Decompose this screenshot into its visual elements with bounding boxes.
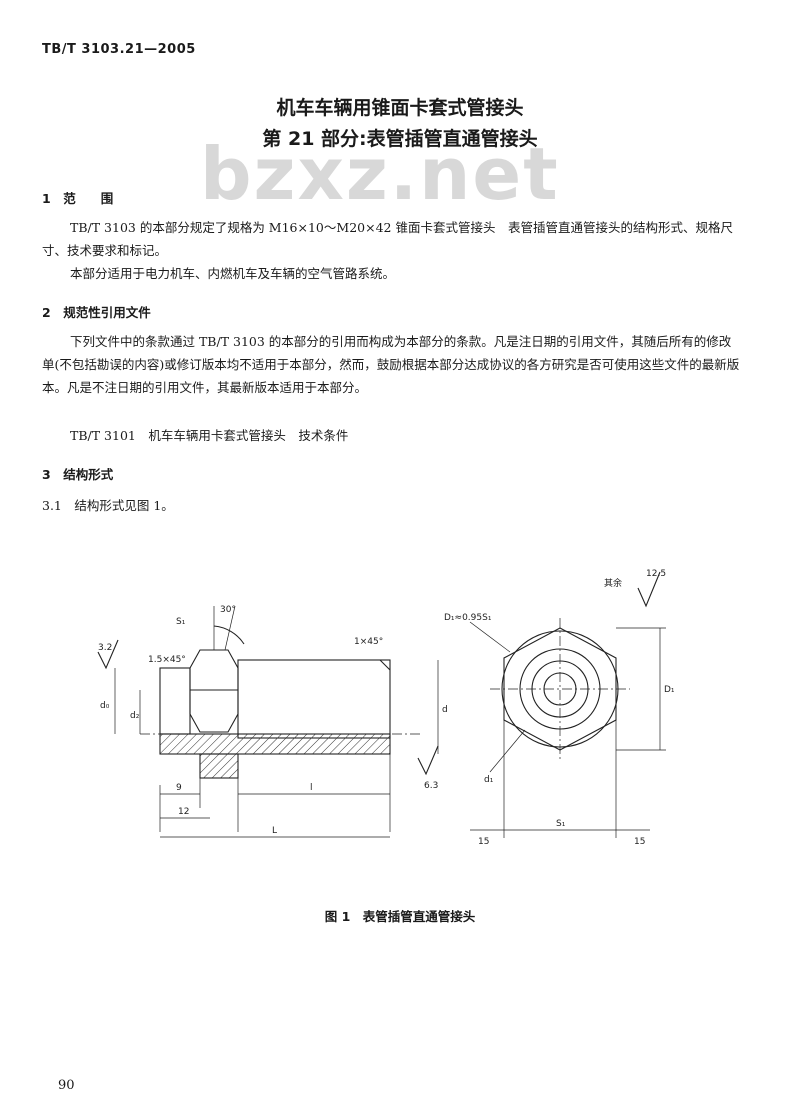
standard-code: TB/T 3103.21—2005 xyxy=(42,42,196,57)
title-line-2: 第 21 部分:表管插管直通管接头 xyxy=(262,128,538,150)
figure-caption: 图 1 表管插管直通管接头 xyxy=(324,909,476,924)
fig-label-S1: S₁ xyxy=(556,819,566,829)
fig-label-d: d xyxy=(442,705,448,715)
section-1-heading: 1 范 围 xyxy=(42,191,114,206)
fig-label-d1: d₁ xyxy=(484,775,494,785)
fig-label-chamfer-right: 1×45° xyxy=(354,637,383,647)
section-1-para-1: TB/T 3103 的本部分规定了规格为 M16×10～M20×42 锥面卡套式… xyxy=(42,220,733,258)
page-number: 90 xyxy=(58,1078,75,1093)
fig-label-L: L xyxy=(272,826,277,836)
fig-label-D1: D₁ xyxy=(664,685,675,695)
fig-label-l-small: l xyxy=(310,783,313,793)
fig-label-d2: d₂ xyxy=(130,711,140,721)
section-3-heading: 3 结构形式 xyxy=(42,467,114,482)
fig-label-rest: 其余 xyxy=(604,577,622,589)
section-1-para-2: 本部分适用于电力机车、内燃机车及车辆的空气管路系统。 xyxy=(70,266,396,281)
fig-label-dim12: 12 xyxy=(178,807,189,817)
fig-label-dim15-right: 15 xyxy=(634,837,645,847)
figure-1-drawing: 其余 12.5 30° S₁ 1×45° 1.5×45° 3.2 d₀ d₂ d… xyxy=(97,569,675,847)
watermark: bzxz.net xyxy=(200,132,560,216)
fig-label-s1-left: S₁ xyxy=(176,617,186,627)
section-2-para-1: 下列文件中的条款通过 TB/T 3103 的本部分的引用而构成为本部分的条款。凡… xyxy=(42,334,740,395)
section-2-para-2: TB/T 3101 机车车辆用卡套式管接头 技术条件 xyxy=(70,428,349,443)
fig-label-rough-left: 3.2 xyxy=(98,643,112,653)
fig-label-dmin: D₁≈0.95S₁ xyxy=(444,613,492,623)
fig-label-angle: 30° xyxy=(220,605,236,615)
fig-label-dim15-left: 15 xyxy=(478,837,489,847)
fig-label-rough-bottom: 6.3 xyxy=(424,781,438,791)
section-2-heading: 2 规范性引用文件 xyxy=(42,305,151,320)
fig-label-chamfer-left: 1.5×45° xyxy=(148,655,186,665)
fig-label-rough-main: 12.5 xyxy=(646,569,666,579)
title-line-1: 机车车辆用锥面卡套式管接头 xyxy=(276,97,524,119)
fig-label-dim9: 9 xyxy=(176,783,182,793)
section-3-para-1: 3.1 结构形式见图 1。 xyxy=(42,498,174,513)
fig-label-d0: d₀ xyxy=(100,701,110,711)
